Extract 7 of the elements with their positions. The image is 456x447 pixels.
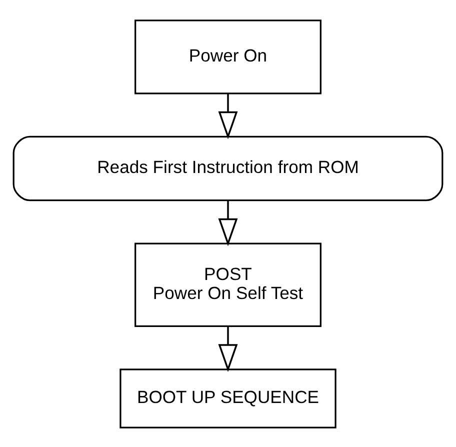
node-box: BOOT UP SEQUENCE [120,368,336,428]
node-box: Reads First Instruction from ROM [12,135,444,201]
arrow [218,93,238,139]
arrow [218,326,238,372]
node-box: Power On [134,19,322,94]
node-box: POST Power On Self Test [134,242,322,326]
arrow [218,200,238,246]
